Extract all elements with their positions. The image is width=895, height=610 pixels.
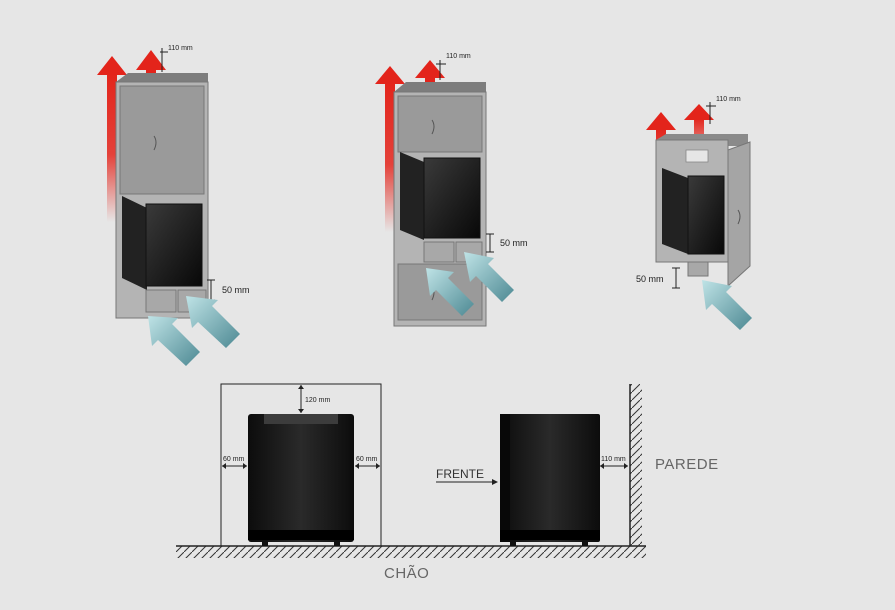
side-view: FRENTE 110 mm xyxy=(436,414,628,546)
front-label: FRENTE xyxy=(436,467,484,481)
cabinet-1: 110 mm 50 mm xyxy=(97,45,250,366)
cool-air-arrow xyxy=(186,296,240,348)
clearance-top-label: 120 mm xyxy=(305,397,330,404)
clearance-top-label: 110 mm xyxy=(446,53,471,60)
cabinet-3: 110 mm 50 mm xyxy=(636,96,752,330)
clearance-top-label: 110 mm xyxy=(716,96,741,103)
clearance-top-marker: 110 mm xyxy=(706,96,741,124)
clearance-top-label: 110 mm xyxy=(168,45,193,52)
cool-air-arrow xyxy=(426,268,474,316)
clearance-bottom-label: 50 mm xyxy=(222,285,250,295)
clearance-top-marker: 110 mm xyxy=(160,45,193,72)
clearance-wall-marker: 110 mm xyxy=(600,456,628,469)
wall: PAREDE xyxy=(629,384,719,546)
clearance-bottom-label: 50 mm xyxy=(636,274,664,284)
floor-label: CHÃO xyxy=(384,565,429,582)
clearance-top-marker: 120 mm xyxy=(298,385,330,413)
clearance-top-marker: 110 mm xyxy=(436,53,471,80)
clearance-right-marker: 60 mm xyxy=(355,456,380,469)
hot-air-arrow xyxy=(375,66,405,232)
clearance-left-label: 60 mm xyxy=(223,456,245,463)
clearance-right-label: 60 mm xyxy=(356,456,378,463)
clearance-bottom-marker: 50 mm xyxy=(486,233,528,253)
front-indicator: FRENTE xyxy=(436,467,498,485)
wall-label: PAREDE xyxy=(655,456,719,473)
cool-air-arrow xyxy=(464,252,514,302)
clearance-left-marker: 60 mm xyxy=(222,456,247,469)
cabinet-2: 110 mm 50 mm xyxy=(375,53,528,327)
cool-air-arrow xyxy=(702,280,752,330)
cool-air-arrow xyxy=(148,316,200,366)
clearance-bottom-marker: 50 mm xyxy=(636,267,680,289)
front-view: 120 mm 60 mm 60 mm xyxy=(220,383,382,547)
hot-air-arrow xyxy=(97,56,127,222)
clearance-wall-label: 110 mm xyxy=(601,456,626,463)
clearance-bottom-marker: 50 mm xyxy=(207,279,250,301)
floor: CHÃO xyxy=(176,545,646,582)
clearance-bottom-label: 50 mm xyxy=(500,238,528,248)
